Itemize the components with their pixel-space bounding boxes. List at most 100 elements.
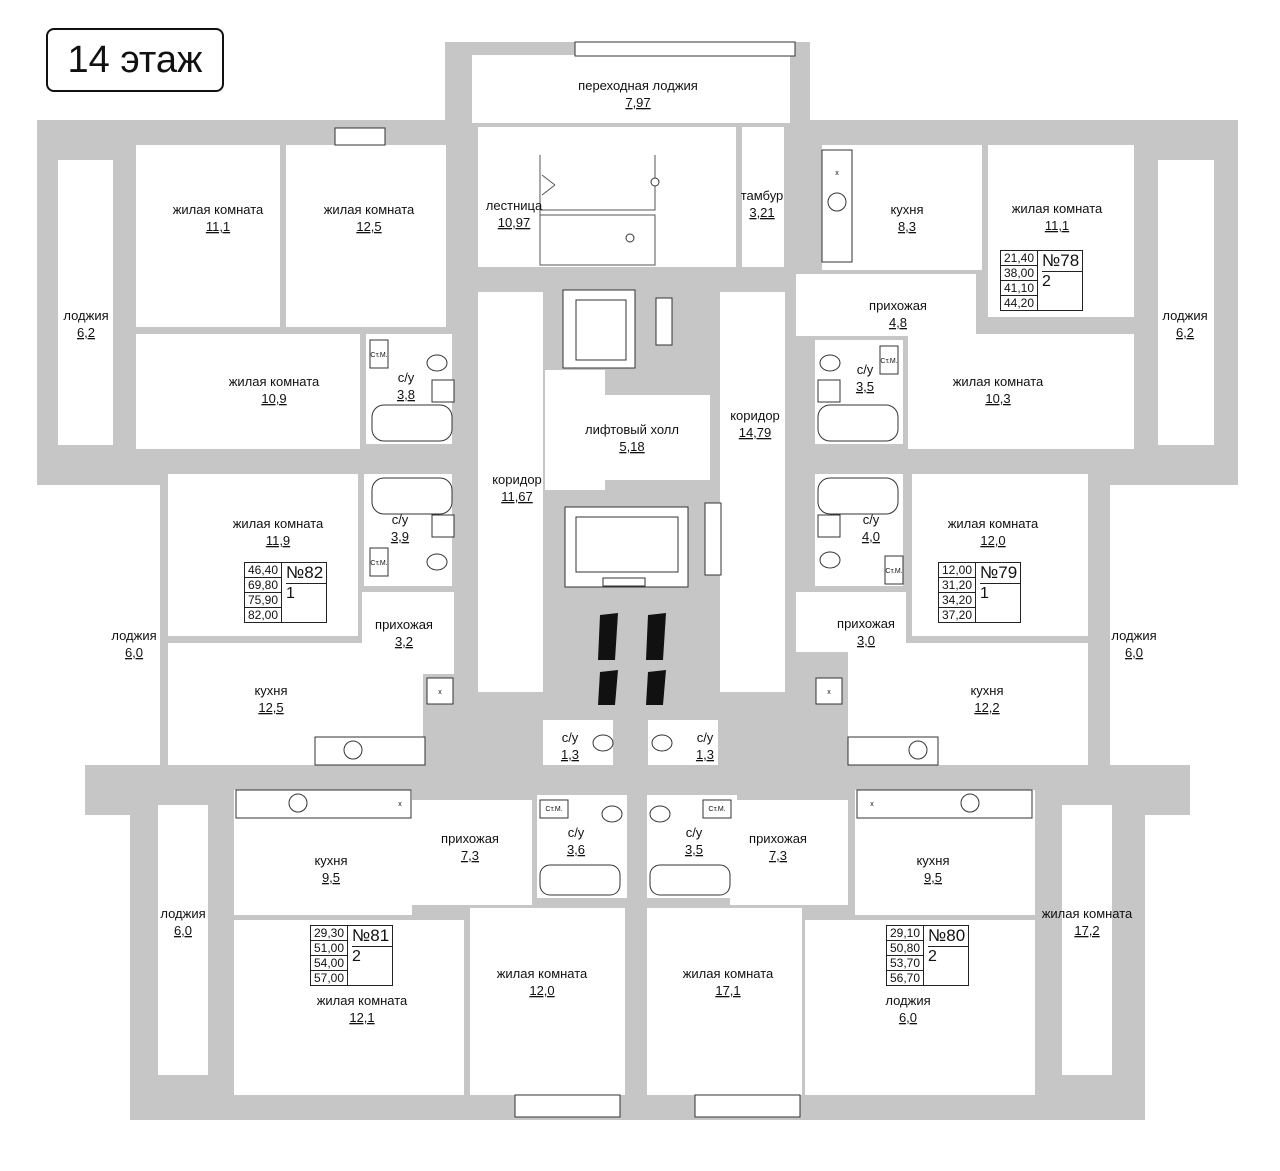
stove-mark: х xyxy=(398,801,402,808)
room-area-r41: 6,0 xyxy=(899,1010,917,1025)
apartment-areas: 29,10 50,80 53,70 56,70 xyxy=(887,926,925,985)
stove-mark: х xyxy=(870,801,874,808)
apartment-room-count: 1 xyxy=(286,585,295,602)
room-area-r32: 3,6 xyxy=(567,842,585,857)
apartment-room-count: 1 xyxy=(980,585,989,602)
room-area-r30: 9,5 xyxy=(322,870,340,885)
room-area-r8: 12,5 xyxy=(356,219,381,234)
apartment-81: 29,30 51,00 54,00 57,00 №81 2 xyxy=(310,925,394,986)
room-area-r15: 6,0 xyxy=(125,645,143,660)
room-area-r2: 10,97 xyxy=(498,215,531,230)
apartment-number: №78 xyxy=(1042,251,1083,272)
room-area-r3: 3,21 xyxy=(749,205,774,220)
stove-mark: х xyxy=(835,170,839,177)
room-area-r31: 7,3 xyxy=(461,848,479,863)
room-name-r20: лоджия xyxy=(1162,308,1207,323)
stove-mark: х xyxy=(438,689,442,696)
washer-label: Ст.М. xyxy=(545,806,562,813)
room-name-r3: тамбур xyxy=(741,188,784,203)
room-name-r39: жилая комната xyxy=(497,966,588,981)
apartment-80: 29,10 50,80 53,70 56,70 №80 2 xyxy=(886,925,970,986)
room-name-r16: кухня xyxy=(254,683,287,698)
apartment-areas: 46,40 69,80 75,90 82,00 xyxy=(245,563,283,622)
room-area-r13: 3,9 xyxy=(391,529,409,544)
room-name-r18: жилая комната xyxy=(1012,201,1103,216)
apartment-number: №82 xyxy=(286,563,327,584)
room-name-r33: с/у xyxy=(686,825,703,840)
room-area-r36: 6,0 xyxy=(174,923,192,938)
apartment-78: 21,40 38,00 41,10 44,20 №78 2 xyxy=(1000,250,1084,311)
room-name-r27: кухня xyxy=(970,683,1003,698)
room-name-r40: жилая комната xyxy=(683,966,774,981)
apartment-room-count: 2 xyxy=(1042,273,1051,290)
room-name-r36: лоджия xyxy=(160,906,205,921)
room-name-r10: жилая комната xyxy=(229,374,320,389)
room-name-r17: кухня xyxy=(890,202,923,217)
room-area-r38: 12,1 xyxy=(349,1010,374,1025)
washer-label: Ст.М. xyxy=(370,560,387,567)
room-area-r1: 7,97 xyxy=(625,95,650,110)
room-area-r18: 11,1 xyxy=(1045,218,1069,233)
room-name-r2: лестница xyxy=(486,198,543,213)
apartment-room-count: 2 xyxy=(928,948,937,965)
room-name-r35: кухня xyxy=(916,853,949,868)
room-name-r21: с/у xyxy=(857,362,874,377)
room-area-r19: 4,8 xyxy=(889,315,907,330)
room-area-r6: 11,67 xyxy=(501,489,533,504)
room-name-r13: с/у xyxy=(392,512,409,527)
room-name-r24: жилая комната xyxy=(948,516,1039,531)
room-area-r39: 12,0 xyxy=(529,983,554,998)
room-name-r38: жилая комната xyxy=(317,993,408,1008)
room-name-r26: лоджия xyxy=(1111,628,1156,643)
stove-mark: х xyxy=(827,689,831,696)
fixture-labels: Ст.М. Ст.М. Ст.М. Ст.М. Ст.М. Ст.М. х х … xyxy=(370,170,902,813)
room-name-r15: лоджия xyxy=(111,628,156,643)
washer-label: Ст.М. xyxy=(885,568,902,575)
room-name-r7: жилая комната xyxy=(173,202,264,217)
washer-label: Ст.М. xyxy=(370,352,387,359)
room-name-r4: лифтовый холл xyxy=(585,422,679,437)
room-area-r29: 1,3 xyxy=(696,747,714,762)
room-area-r10: 10,9 xyxy=(261,391,286,406)
apartment-areas: 21,40 38,00 41,10 44,20 xyxy=(1001,251,1039,310)
fixtures xyxy=(235,149,1033,896)
apartment-areas: 29,30 51,00 54,00 57,00 xyxy=(311,926,349,985)
room-labels: переходная лоджия7,97лестница10,97тамбур… xyxy=(63,78,1207,1025)
apartment-number: №80 xyxy=(928,926,969,947)
room-area-r11: 3,8 xyxy=(397,387,415,402)
apartment-82: 46,40 69,80 75,90 82,00 №82 1 xyxy=(244,562,328,623)
room-name-r30: кухня xyxy=(314,853,347,868)
floor-title: 14 этаж xyxy=(46,28,224,92)
room-area-r22: 10,3 xyxy=(985,391,1010,406)
room-area-r16: 12,5 xyxy=(258,700,283,715)
room-area-r4: 5,18 xyxy=(619,439,644,454)
room-area-r24: 12,0 xyxy=(980,533,1005,548)
room-area-r40: 17,1 xyxy=(715,983,740,998)
washer-label: Ст.М. xyxy=(880,358,897,365)
room-name-r25: прихожая xyxy=(837,616,895,631)
room-area-r35: 9,5 xyxy=(924,870,942,885)
room-area-r25: 3,0 xyxy=(857,633,875,648)
room-name-r14: прихожая xyxy=(375,617,433,632)
room-name-r22: жилая комната xyxy=(953,374,1044,389)
apartment-room-count: 2 xyxy=(352,948,361,965)
room-name-r34: прихожая xyxy=(749,831,807,846)
room-area-r27: 12,2 xyxy=(974,700,999,715)
apartment-79: 12,00 31,20 34,20 37,20 №79 1 xyxy=(938,562,1022,623)
room-name-r6: коридор xyxy=(492,472,542,487)
washer-label: Ст.М. xyxy=(708,806,725,813)
room-area-r20: 6,2 xyxy=(1176,325,1194,340)
apartment-areas: 12,00 31,20 34,20 37,20 xyxy=(939,563,977,622)
apartment-number: №79 xyxy=(980,563,1021,584)
room-area-r23: 4,0 xyxy=(862,529,880,544)
room-name-r29: с/у xyxy=(697,730,714,745)
room-area-r21: 3,5 xyxy=(856,379,874,394)
room-area-r12: 11,9 xyxy=(266,533,290,548)
room-name-r9: лоджия xyxy=(63,308,108,323)
room-area-r28: 1,3 xyxy=(561,747,579,762)
room-area-r17: 8,3 xyxy=(898,219,916,234)
room-name-r8: жилая комната xyxy=(324,202,415,217)
room-name-r28: с/у xyxy=(562,730,579,745)
room-name-r37: жилая комната xyxy=(1042,906,1133,921)
